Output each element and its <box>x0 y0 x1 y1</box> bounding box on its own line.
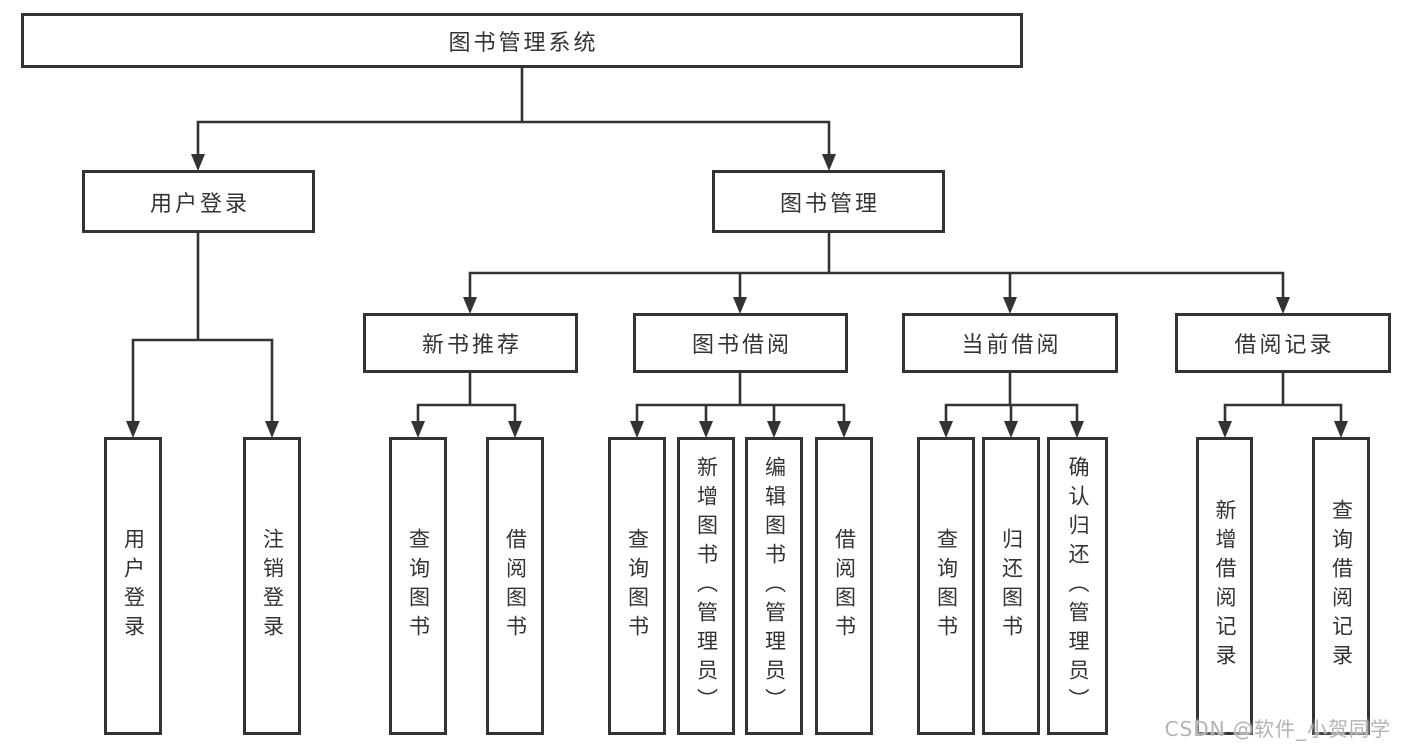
leaf-add-book-admin: 新增图书（管理员） <box>677 437 735 735</box>
arrow-down-icon <box>265 421 279 438</box>
arrow-down-icon <box>191 154 205 171</box>
leaf-borrow-books-recommend-label: 借阅图书 <box>503 528 528 644</box>
leaf-logout-login: 注销登录 <box>243 437 301 735</box>
group-new-book-recommend: 新书推荐 <box>363 313 578 373</box>
leaf-user-login: 用户登录 <box>104 437 162 735</box>
arrow-down-icon <box>1276 297 1290 314</box>
leaf-return-book-label: 归还图书 <box>999 528 1024 644</box>
leaf-edit-book-admin: 编辑图书（管理员） <box>745 437 803 735</box>
branch-book-management: 图书管理 <box>712 170 945 233</box>
arrow-down-icon <box>1070 421 1084 438</box>
watermark-text: CSDN @软件_小贺同学 <box>1164 717 1391 741</box>
branch-user-login-label: 用户登录 <box>149 191 250 217</box>
arrow-down-icon <box>508 421 522 438</box>
arrow-down-icon <box>463 297 477 314</box>
arrow-down-icon <box>939 421 953 438</box>
arrow-down-icon <box>1218 421 1232 438</box>
group-borrow-records: 借阅记录 <box>1175 313 1391 373</box>
leaf-borrow-books: 借阅图书 <box>815 437 873 735</box>
leaf-query-books-current-label: 查询图书 <box>934 528 959 644</box>
leaf-add-borrow-record-label: 新增借阅记录 <box>1213 499 1237 673</box>
group-book-borrow: 图书借阅 <box>633 313 848 373</box>
group-new-book-recommend-label: 新书推荐 <box>421 333 522 358</box>
leaf-borrow-books-label: 借阅图书 <box>832 528 857 644</box>
leaf-query-borrow-record-label: 查询借阅记录 <box>1329 499 1354 673</box>
arrow-down-icon <box>767 421 781 438</box>
arrow-down-icon <box>1334 421 1348 438</box>
leaf-confirm-return-admin-label: 确认归还（管理员） <box>1066 455 1090 717</box>
leaf-add-borrow-record: 新增借阅记录 <box>1196 437 1253 735</box>
arrow-down-icon <box>1004 421 1018 438</box>
arrowheads <box>126 154 1348 438</box>
arrow-down-icon <box>733 297 747 314</box>
leaf-query-books-borrow-label: 查询图书 <box>625 528 650 644</box>
leaf-query-borrow-record: 查询借阅记录 <box>1312 437 1370 735</box>
leaf-user-login-label: 用户登录 <box>121 528 146 644</box>
leaf-edit-book-admin-label: 编辑图书（管理员） <box>762 455 787 717</box>
leaf-query-books-recommend: 查询图书 <box>389 437 447 735</box>
connector-path <box>131 66 1343 426</box>
group-borrow-records-label: 借阅记录 <box>1234 333 1335 358</box>
arrow-down-icon <box>837 421 851 438</box>
arrow-down-icon <box>126 421 140 438</box>
group-current-borrow-label: 当前借阅 <box>961 333 1062 358</box>
leaf-return-book: 归还图书 <box>982 437 1040 735</box>
arrow-down-icon <box>630 421 644 438</box>
leaf-borrow-books-recommend: 借阅图书 <box>486 437 544 735</box>
arrow-down-icon <box>411 421 425 438</box>
node-root-label: 图书管理系统 <box>448 30 599 56</box>
node-root: 图书管理系统 <box>21 13 1023 68</box>
leaf-query-books-recommend-label: 查询图书 <box>406 528 431 644</box>
arrow-down-icon <box>1003 297 1017 314</box>
leaf-confirm-return-admin: 确认归还（管理员） <box>1047 437 1108 735</box>
branch-book-management-label: 图书管理 <box>779 191 880 217</box>
branch-user-login: 用户登录 <box>82 170 315 233</box>
leaf-add-book-admin-label: 新增图书（管理员） <box>694 455 719 717</box>
group-current-borrow: 当前借阅 <box>902 313 1118 373</box>
leaf-query-books-current: 查询图书 <box>917 437 975 735</box>
leaf-query-books-borrow: 查询图书 <box>608 437 666 735</box>
leaf-logout-login-label: 注销登录 <box>260 528 285 644</box>
arrow-down-icon <box>822 154 836 171</box>
group-book-borrow-label: 图书借阅 <box>691 333 792 358</box>
arrow-down-icon <box>699 421 713 438</box>
